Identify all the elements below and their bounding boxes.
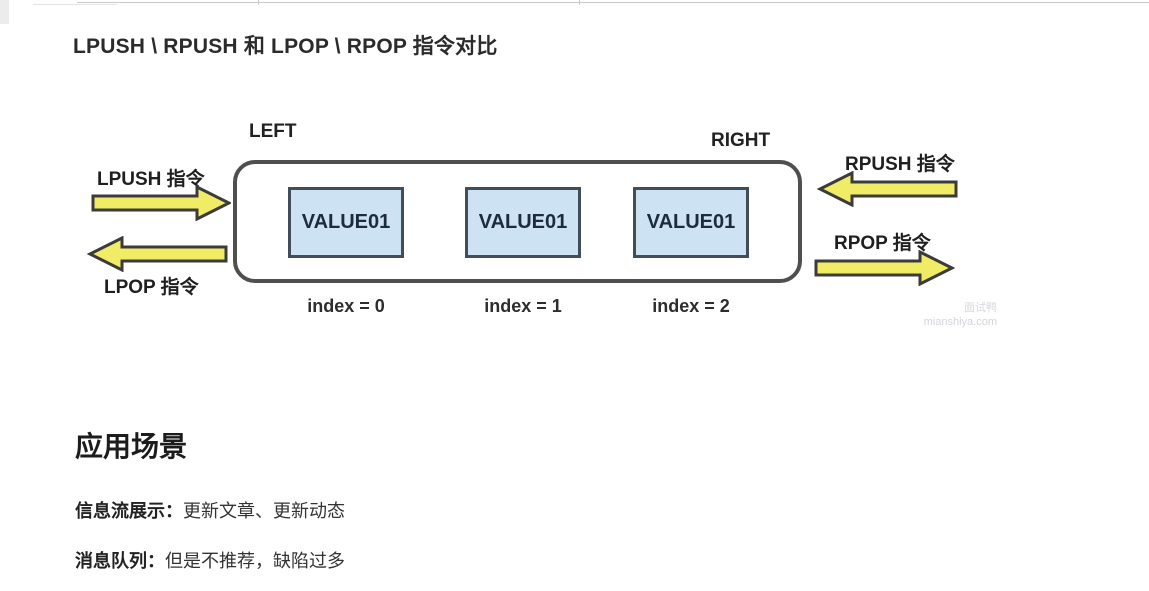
use-case-item-queue: 消息队列：但是不推荐，缺陷过多 [75, 547, 345, 573]
page-title: LPUSH \ RPUSH 和 LPOP \ RPOP 指令对比 [73, 35, 498, 58]
index-label-0: index = 0 [307, 296, 385, 316]
lpop-command-label: LPOP 指令 [104, 277, 199, 298]
list-element-1: VALUE01 [465, 187, 581, 258]
use-case-desc: 但是不推荐，缺陷过多 [165, 551, 345, 571]
rpush-command-label: RPUSH 指令 [845, 154, 955, 175]
use-case-term: 信息流展示： [75, 501, 183, 521]
section-heading: 应用场景 [75, 431, 188, 462]
table-remnant-column-divider [258, 0, 259, 5]
diagram-left-label: LEFT [249, 121, 297, 142]
table-remnant-column-divider [579, 0, 580, 5]
list-element-2: VALUE01 [633, 187, 749, 258]
lpush-command-label: LPUSH 指令 [97, 169, 205, 190]
table-remnant-border [77, 2, 1149, 3]
rpop-command-label: RPOP 指令 [834, 233, 931, 254]
index-label-1: index = 1 [484, 296, 562, 316]
watermark-site-url: mianshiya.com [923, 316, 997, 329]
watermark-site-name: 面试鸭 [964, 302, 997, 314]
use-case-desc: 更新文章、更新动态 [183, 501, 345, 521]
index-label-2: index = 2 [652, 296, 730, 316]
rpush-left-arrow-icon [814, 171, 958, 207]
diagram-right-label: RIGHT [711, 130, 771, 151]
use-case-term: 消息队列： [75, 551, 165, 571]
lpop-left-arrow-icon [86, 236, 228, 272]
watermark: 面试鸭 mianshiya.com [924, 301, 997, 330]
use-case-item-feed: 信息流展示：更新文章、更新动态 [75, 497, 345, 523]
list-element-0: VALUE01 [288, 187, 404, 258]
table-remnant-corner [0, 0, 9, 24]
table-remnant-border-secondary [33, 4, 117, 5]
rpop-right-arrow-icon [814, 250, 958, 286]
lpush-right-arrow-icon [91, 185, 231, 221]
